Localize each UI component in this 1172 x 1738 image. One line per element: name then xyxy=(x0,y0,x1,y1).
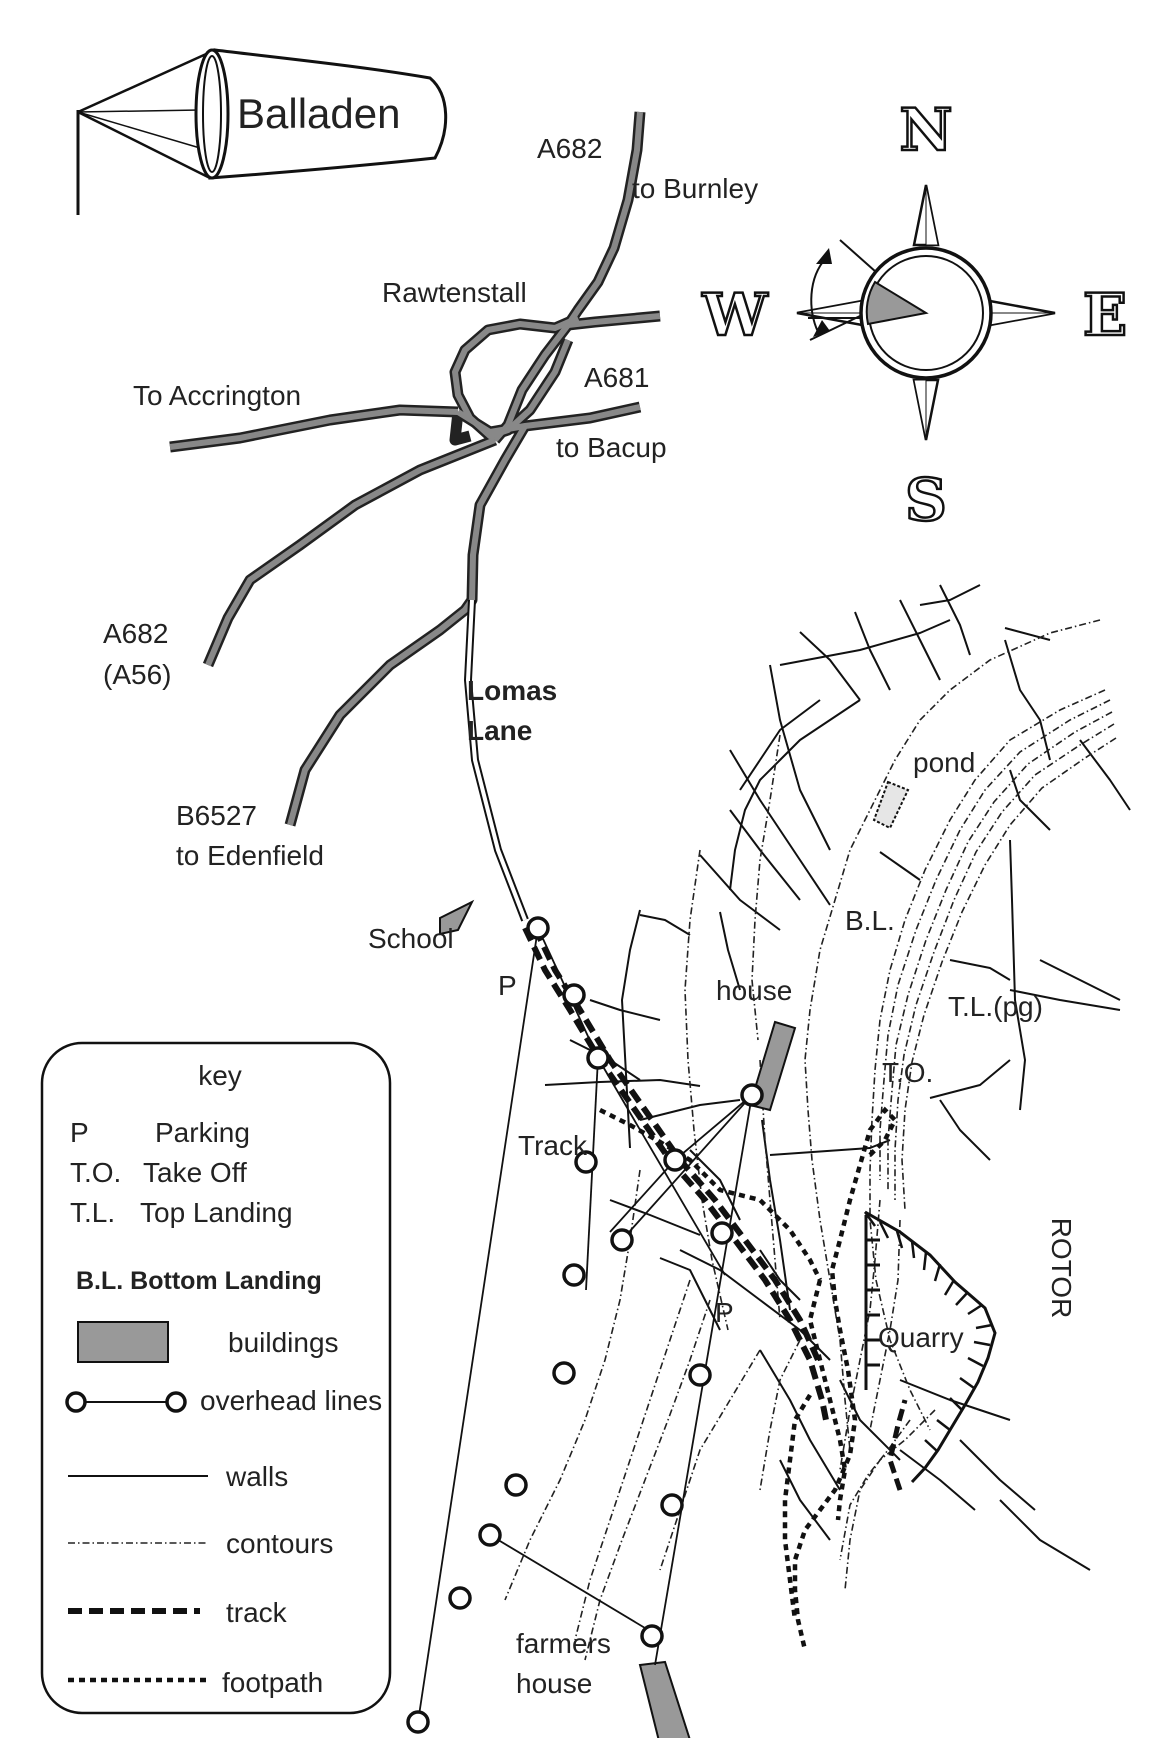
pole-icon xyxy=(406,1710,430,1734)
compass-east: E xyxy=(1083,281,1127,349)
pole-icon xyxy=(526,916,550,940)
farmers-house-building xyxy=(638,1660,691,1738)
lane-label-lane: Lane xyxy=(467,715,532,746)
key-heading: key xyxy=(198,1060,242,1091)
road-label-a682-south: A682 xyxy=(103,618,168,649)
parking-label-1: P xyxy=(498,970,517,1001)
pole-icon xyxy=(586,1046,610,1070)
road-label-a682-north: A682 xyxy=(537,133,602,164)
place-label-house: house xyxy=(716,975,792,1006)
pole-icon xyxy=(610,1228,634,1252)
key-label-top-landing: Top Landing xyxy=(140,1197,293,1228)
pole-icon xyxy=(552,1361,576,1385)
key-pole-right-icon xyxy=(165,1391,187,1413)
key-pole-left-icon xyxy=(65,1391,87,1413)
map-key: key P Parking T.O. Take Off T.L. Top Lan… xyxy=(40,1041,392,1715)
road-network xyxy=(169,111,661,922)
key-label-track: track xyxy=(226,1597,288,1628)
windsock-icon xyxy=(76,48,448,215)
pole-icon xyxy=(740,1083,764,1107)
key-label-buildings: buildings xyxy=(228,1327,339,1358)
rotor-label: ROTOR xyxy=(1046,1218,1077,1319)
pole-icon xyxy=(663,1148,687,1172)
pole-icon xyxy=(562,983,586,1007)
place-label-top-landing: T.L.(pg) xyxy=(948,991,1043,1022)
key-box xyxy=(40,1041,392,1715)
pole-icon xyxy=(574,1150,598,1174)
place-label-take-off: T.O. xyxy=(882,1057,933,1088)
key-building-swatch xyxy=(77,1321,169,1363)
school-building xyxy=(439,899,475,936)
key-label-take-off: Take Off xyxy=(143,1157,247,1188)
pole-icon xyxy=(504,1473,528,1497)
place-label-track: Track xyxy=(518,1130,588,1161)
place-label-farmers-house: house xyxy=(516,1668,592,1699)
pole-icon xyxy=(710,1221,734,1245)
road-label-a56: (A56) xyxy=(103,659,171,690)
tracks-footpaths xyxy=(522,926,898,1651)
road-label-to-burnley: to Burnley xyxy=(632,173,758,204)
lane-label-lomas: Lomas xyxy=(467,675,557,706)
pole-icon xyxy=(660,1493,684,1517)
wind-direction-arrow-icon xyxy=(808,239,877,341)
compass-south: S xyxy=(905,466,947,534)
pole-icon xyxy=(478,1523,502,1547)
key-label-parking: Parking xyxy=(155,1117,250,1148)
compass-west: W xyxy=(701,281,768,349)
key-label-walls: walls xyxy=(225,1461,288,1492)
pole-icon xyxy=(448,1586,472,1610)
compass-north: N xyxy=(899,96,952,164)
key-label-overhead-lines: overhead lines xyxy=(200,1385,382,1416)
place-label-pond: pond xyxy=(913,747,975,778)
road-label-b6527: B6527 xyxy=(176,800,257,831)
key-code-top-landing: T.L. xyxy=(70,1197,115,1228)
key-code-take-off: T.O. xyxy=(70,1157,121,1188)
place-label-quarry: Quarry xyxy=(878,1322,964,1353)
compass-rose-icon xyxy=(796,184,1056,441)
key-label-footpath: footpath xyxy=(222,1667,323,1698)
pole-icon xyxy=(688,1363,712,1387)
place-label-farmers: farmers xyxy=(516,1628,611,1659)
place-label-rawtenstall: Rawtenstall xyxy=(382,277,527,308)
place-label-school: School xyxy=(368,923,454,954)
contours xyxy=(504,619,1117,1661)
pole-icon xyxy=(640,1624,664,1648)
key-code-parking: P xyxy=(70,1117,89,1148)
key-bottom-landing: B.L. Bottom Landing xyxy=(76,1267,322,1295)
parking-label-2: P xyxy=(715,1297,734,1328)
road-label-to-accrington: To Accrington xyxy=(133,380,301,411)
map-title: Balladen xyxy=(237,90,400,137)
pond-shape xyxy=(872,780,910,830)
key-label-contours: contours xyxy=(226,1528,333,1559)
road-label-to-edenfield: to Edenfield xyxy=(176,840,324,871)
pole-icon xyxy=(562,1263,586,1287)
road-label-a681: A681 xyxy=(584,362,649,393)
quarry xyxy=(863,1210,997,1491)
place-label-bottom-landing: B.L. xyxy=(845,905,895,936)
road-label-to-bacup: to Bacup xyxy=(556,432,667,463)
overhead-line-poles xyxy=(406,916,764,1734)
